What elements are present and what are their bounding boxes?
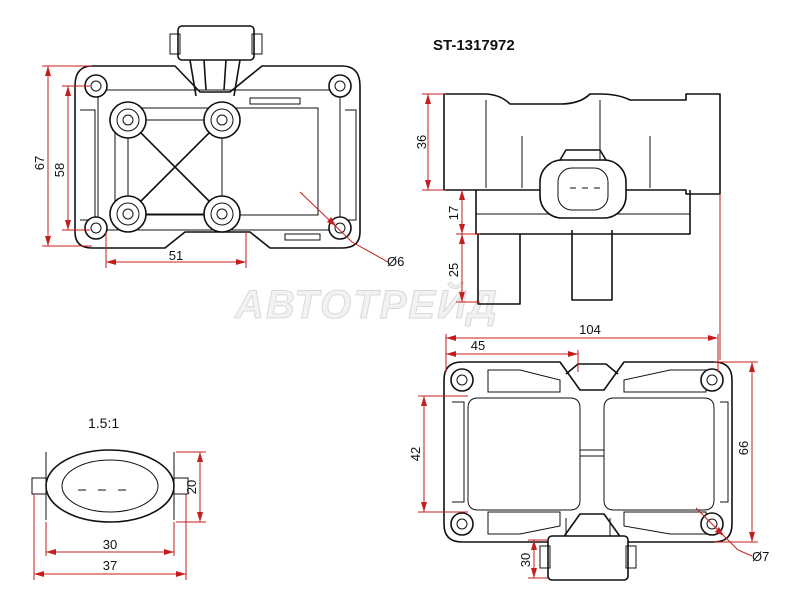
dim-side-height-mid: 17 xyxy=(446,206,461,220)
dim-bottom-height-inner: 42 xyxy=(408,447,423,461)
dim-connector-height: 20 xyxy=(184,480,199,494)
dim-side-height-tower: 25 xyxy=(446,263,461,277)
part-number-title: ST-1317972 xyxy=(433,37,515,54)
dim-top-width-holes: 51 xyxy=(169,248,183,263)
bottom-view: 104 45 42 66 30 Ø7 xyxy=(408,322,769,581)
dim-top-height-outer: 67 xyxy=(32,156,47,170)
dim-bottom-connector-height: 30 xyxy=(518,553,533,567)
dim-side-height-body: 36 xyxy=(414,135,429,149)
dim-connector-width-inner: 30 xyxy=(103,537,117,552)
dim-bottom-width-half: 45 xyxy=(471,338,485,353)
connector-view: 1.5:1 20 30 37 xyxy=(31,415,206,580)
top-view: 67 58 51 Ø6 xyxy=(32,25,404,269)
dim-bottom-height-outer: 66 xyxy=(736,441,751,455)
scale-label: 1.5:1 xyxy=(88,415,119,431)
dim-bottom-hole-diameter: Ø7 xyxy=(752,549,769,564)
dim-top-height-inner: 58 xyxy=(52,163,67,177)
dim-bottom-width-total: 104 xyxy=(579,322,601,337)
watermark: АВТОТРЕЙД xyxy=(234,280,499,327)
dim-connector-width-outer: 37 xyxy=(103,558,117,573)
dim-top-hole-diameter: Ø6 xyxy=(387,254,404,269)
side-view: 36 17 25 xyxy=(414,93,721,360)
